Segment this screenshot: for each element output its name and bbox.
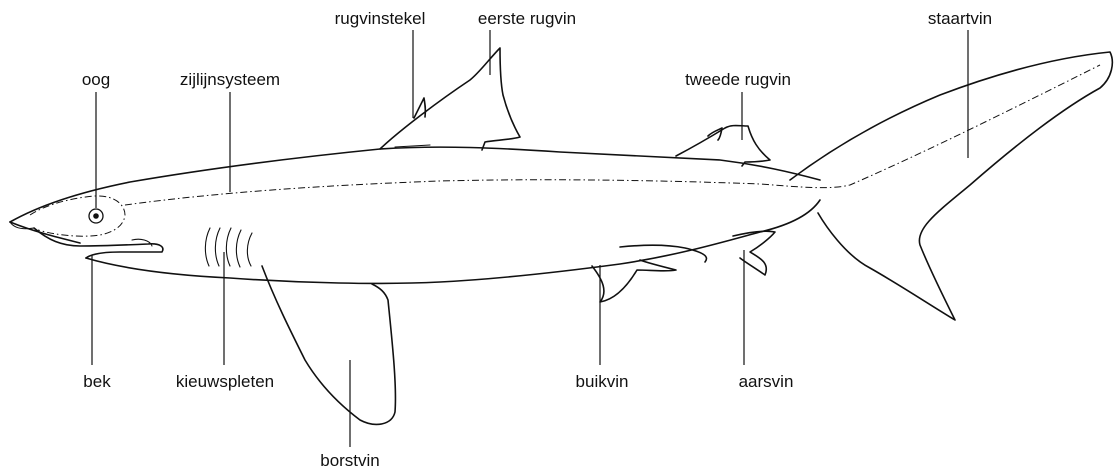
gill-slits: [204, 227, 253, 268]
label-zijlijnsysteem: zijlijnsysteem: [180, 70, 280, 89]
shark-body: [9, 146, 821, 285]
pelvic-fin: [591, 244, 708, 303]
caudal-fin: [789, 51, 1114, 321]
mouth: [33, 227, 164, 259]
head-dashed-contour: [29, 195, 126, 237]
dorsal-spine: [413, 97, 427, 119]
second-dorsal-fin: [675, 124, 771, 167]
second-dorsal-spine: [707, 127, 723, 141]
label-rugvinstekel: rugvinstekel: [335, 9, 426, 28]
pectoral-fin: [261, 265, 397, 426]
anal-fin: [732, 230, 776, 276]
eye-pupil-icon: [93, 213, 99, 219]
mouth-corner: [131, 238, 153, 247]
label-bek: bek: [83, 372, 111, 391]
shark-belly-outline: [9, 199, 821, 285]
leader-lines: [91, 30, 969, 447]
label-eerste-rugvin: eerste rugvin: [478, 9, 576, 28]
label-tweede-rugvin: tweede rugvin: [685, 70, 791, 89]
label-aarsvin: aarsvin: [739, 372, 794, 391]
head: [9, 195, 164, 259]
label-staartvin: staartvin: [928, 9, 992, 28]
label-kieuwspleten: kieuwspleten: [176, 372, 274, 391]
lateral-line: [124, 64, 1101, 206]
labels: oog zijlijnsysteem rugvinstekel eerste r…: [82, 9, 992, 470]
label-buikvin: buikvin: [576, 372, 629, 391]
label-oog: oog: [82, 70, 110, 89]
eye-icon: [88, 208, 104, 224]
label-borstvin: borstvin: [320, 451, 380, 470]
shark-back-outline: [9, 146, 821, 223]
first-dorsal-fin: [379, 47, 521, 151]
snout-tip: [9, 221, 35, 230]
